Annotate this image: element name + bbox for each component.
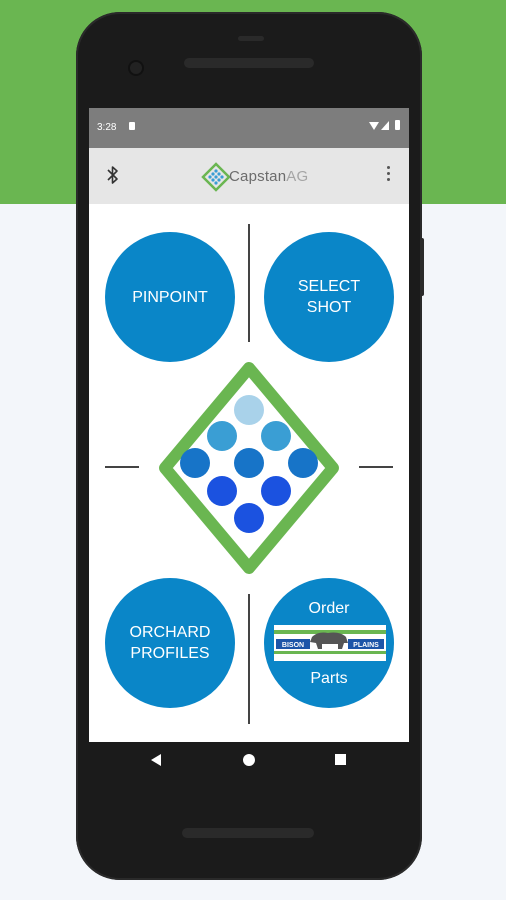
select-shot-line1: SELECT: [297, 278, 361, 295]
capstan-logo-icon: [201, 162, 231, 192]
orchard-line1: ORCHARD: [129, 624, 211, 641]
orchard-profiles-button[interactable]: ORCHARD PROFILES: [105, 578, 235, 708]
parts-label: Parts: [310, 670, 348, 687]
capstan-center-logo: [159, 362, 339, 574]
orchard-profiles-label: ORCHARD PROFILES: [130, 622, 211, 664]
front-camera: [130, 62, 142, 74]
select-shot-label: SELECT SHOT: [298, 276, 360, 318]
wifi-icon: [369, 122, 379, 130]
order-label: Order: [308, 600, 350, 617]
divider-left: [105, 466, 139, 468]
battery-icon: [395, 120, 400, 130]
svg-text:PLAINS: PLAINS: [353, 642, 379, 649]
sim-icon: [129, 122, 135, 130]
app-title-suffix: AG: [286, 168, 309, 185]
status-bar: 3:28: [89, 108, 409, 148]
back-icon[interactable]: [151, 754, 161, 766]
pinpoint-button[interactable]: PINPOINT: [105, 232, 235, 362]
nav-bar: [89, 742, 409, 780]
order-parts-button[interactable]: Order BISON PLAINS Parts: [264, 578, 394, 708]
phone-screen: 3:28 CapstanAG PINPOINT SEL: [89, 108, 409, 742]
pinpoint-label: PINPOINT: [132, 288, 208, 306]
orchard-line2: PROFILES: [130, 645, 210, 662]
app-title-main: Capstan: [229, 168, 287, 185]
divider-bottom: [248, 594, 250, 724]
app-title: CapstanAG: [229, 168, 308, 185]
select-shot-button[interactable]: SELECT SHOT: [264, 232, 394, 362]
app-bar: CapstanAG: [89, 148, 409, 204]
status-time: 3:28: [97, 122, 117, 133]
overflow-menu-icon[interactable]: [387, 166, 391, 186]
bottom-speaker: [182, 828, 314, 838]
bluetooth-icon[interactable]: [105, 164, 121, 186]
divider-top: [248, 224, 250, 342]
earpiece-speaker: [184, 58, 314, 68]
divider-right: [359, 466, 393, 468]
svg-text:BISON: BISON: [282, 642, 304, 649]
recent-apps-icon[interactable]: [335, 754, 346, 765]
sensor: [238, 36, 264, 41]
bison-plains-logo: BISON PLAINS: [274, 625, 386, 661]
select-shot-line2: SHOT: [306, 299, 352, 316]
side-button: [420, 238, 424, 296]
home-icon[interactable]: [243, 754, 255, 766]
signal-icon: [381, 121, 389, 130]
